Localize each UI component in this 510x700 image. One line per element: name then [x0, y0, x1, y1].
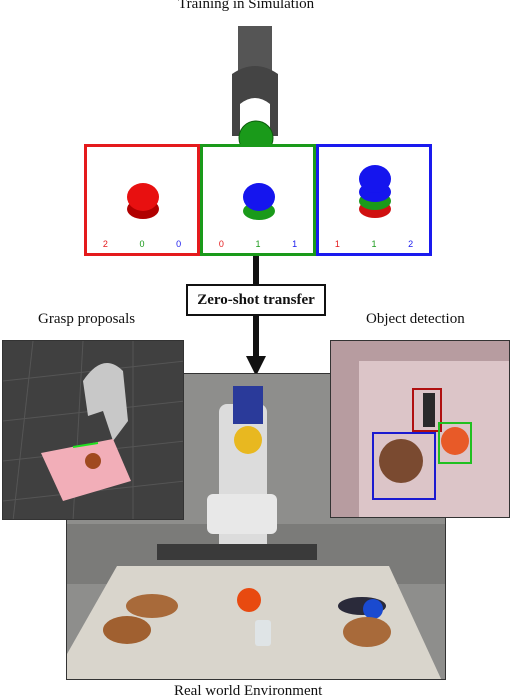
- count-blue: 0: [176, 239, 182, 249]
- count-green: 0: [139, 239, 145, 249]
- grasp-proposals-scene: [3, 341, 183, 519]
- grasp-proposals-image: [2, 340, 184, 520]
- sim-panel-red: 2 0 0: [84, 144, 200, 256]
- diagram-title: Training in Simulation: [178, 0, 315, 12]
- transfer-arrow: [246, 256, 266, 376]
- zero-shot-transfer-label: Zero-shot transfer: [197, 291, 315, 308]
- sim-panel-green: 0 1 1: [200, 144, 316, 256]
- sim-panel-blue: 1 1 2: [316, 144, 432, 256]
- count-green: 1: [255, 239, 261, 249]
- blue-green-disc-stack: [243, 183, 275, 220]
- grasp-proposals-label: Grasp proposals: [38, 311, 136, 327]
- count-blue: 2: [408, 239, 414, 249]
- count-red: 0: [218, 239, 224, 249]
- count-green: 1: [371, 239, 377, 249]
- sim-gripper: [232, 26, 278, 156]
- object-detection-label: Object detection: [366, 311, 465, 327]
- red-disc-stack: [127, 183, 159, 219]
- object-detection-image: [330, 340, 510, 518]
- count-blue: 1: [292, 239, 298, 249]
- count-red: 1: [334, 239, 340, 249]
- mixed-disc-stack: [359, 165, 391, 218]
- object-detection-scene: [331, 341, 509, 517]
- real-world-environment-label: Real world Environment: [174, 683, 323, 699]
- zero-shot-transfer-box: Zero-shot transfer: [186, 284, 326, 316]
- count-red: 2: [102, 239, 108, 249]
